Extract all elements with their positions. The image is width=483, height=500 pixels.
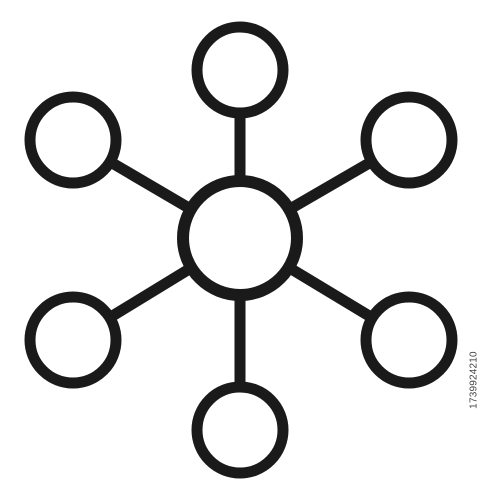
satellite-node-top: [191, 21, 289, 119]
satellite-node-upper-right: [360, 91, 458, 189]
satellite-node-upper-left: [24, 91, 122, 189]
satellite-node-lower-right: [360, 291, 458, 389]
satellite-node-bottom: [191, 381, 289, 479]
satellite-nodes: [24, 21, 458, 479]
satellite-node-lower-left: [24, 291, 122, 389]
hub-node: [177, 175, 303, 301]
watermark-id: 1739924210: [468, 351, 480, 409]
